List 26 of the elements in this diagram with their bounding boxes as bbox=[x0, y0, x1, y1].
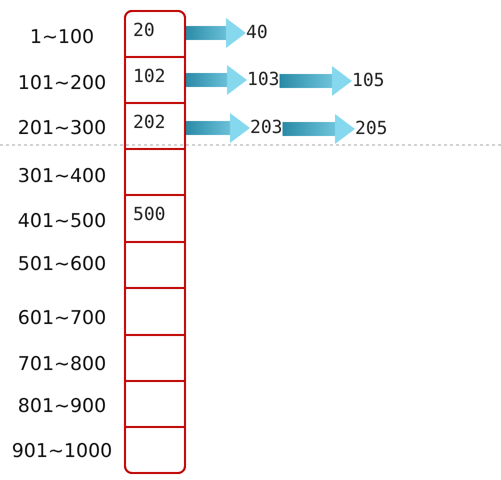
bucket-cell bbox=[124, 426, 186, 474]
range-label: 201~300 bbox=[16, 116, 108, 140]
arrow bbox=[282, 114, 355, 144]
arrow bbox=[186, 18, 246, 48]
arrow bbox=[186, 113, 250, 143]
value-text: 40 bbox=[246, 22, 268, 44]
value-text: 103 bbox=[247, 69, 280, 91]
range-label: 101~200 bbox=[16, 71, 108, 95]
bucket-value: 202 bbox=[133, 112, 166, 132]
value-text: 205 bbox=[355, 118, 388, 140]
range-label: 601~700 bbox=[16, 306, 108, 330]
array-container bbox=[124, 10, 186, 474]
value-text: 203 bbox=[250, 117, 283, 139]
range-label: 401~500 bbox=[16, 209, 108, 233]
bucket-value: 102 bbox=[133, 66, 166, 86]
value-text: 105 bbox=[352, 70, 385, 92]
range-label: 1~100 bbox=[28, 25, 96, 49]
range-label: 901~1000 bbox=[10, 439, 114, 463]
range-label: 701~800 bbox=[16, 352, 108, 376]
range-label: 501~600 bbox=[16, 252, 108, 276]
bucket-value: 20 bbox=[133, 20, 155, 40]
range-label: 301~400 bbox=[16, 164, 108, 188]
arrow bbox=[186, 65, 247, 95]
range-label: 801~900 bbox=[16, 394, 108, 418]
arrow bbox=[280, 66, 352, 96]
bucket-value: 500 bbox=[133, 204, 166, 224]
